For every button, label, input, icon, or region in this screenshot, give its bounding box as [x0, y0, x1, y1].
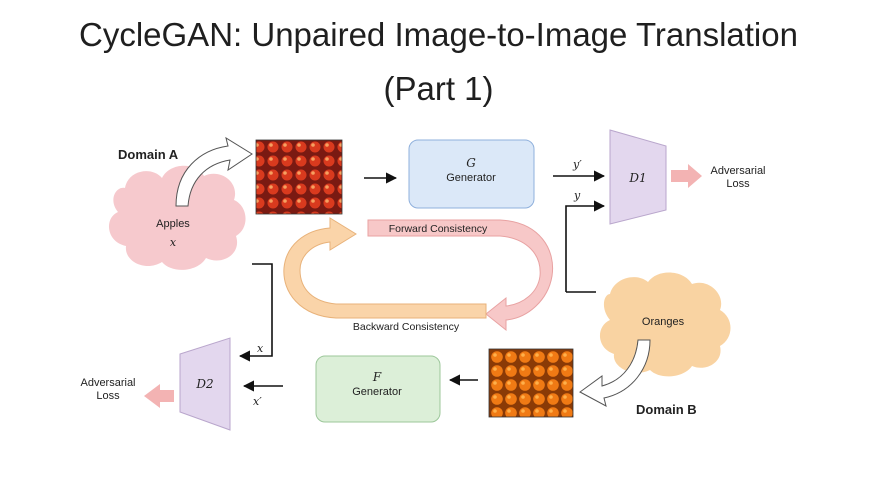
d2-loss-arrow: [144, 384, 174, 408]
y-label: y: [573, 189, 581, 202]
d1-symbol: D1: [628, 171, 646, 185]
domain-a-arrow: [175, 136, 253, 207]
d1-loss-arrow: [671, 164, 702, 188]
d2-loss-line1: Adversarial: [80, 377, 135, 389]
title-line-1: CycleGAN: Unpaired Image-to-Image Transl…: [79, 16, 798, 53]
apples-image: [255, 139, 343, 215]
oranges-image: [488, 348, 574, 418]
generator-g-symbol: G: [466, 156, 476, 170]
apples-cloud: Apples x: [108, 165, 246, 270]
forward-consistency-label: Forward Consistency: [389, 223, 488, 235]
forward-consistency-band: Forward Consistency: [367, 219, 554, 332]
apples-cloud-shape: [108, 165, 246, 270]
arrow-x: [238, 263, 273, 362]
domain-b-label: Domain B: [636, 402, 697, 417]
backward-consistency-label: Backward Consistency: [353, 321, 460, 333]
oranges-label: Oranges: [642, 316, 685, 328]
backward-consistency-band: Backward Consistency: [283, 217, 487, 333]
x-prime-label: x′: [253, 395, 262, 408]
generator-g-label: Generator: [446, 172, 496, 184]
generator-g: G Generator: [408, 139, 535, 209]
domain-b-arrow: [579, 339, 651, 407]
d1-loss-line2: Loss: [726, 178, 750, 190]
apples-var-x: x: [170, 236, 177, 249]
oranges-cloud-shape: [599, 272, 731, 377]
generator-f: F Generator: [315, 355, 441, 423]
oranges-cloud: Oranges: [599, 272, 731, 377]
discriminator-d1: D1: [609, 129, 667, 225]
discriminator-d2: D2: [179, 337, 231, 431]
title-line-2: (Part 1): [383, 70, 494, 107]
generator-f-label: Generator: [352, 386, 402, 398]
d2-loss-line2: Loss: [96, 390, 120, 402]
d1-loss-line1: Adversarial: [710, 165, 765, 177]
d2-symbol: D2: [195, 377, 213, 391]
arrow-y: [565, 200, 606, 292]
generator-f-symbol: F: [372, 370, 382, 384]
x-label: x: [257, 342, 264, 355]
apples-label: Apples: [156, 218, 190, 230]
domain-a-label: Domain A: [118, 147, 179, 162]
y-prime-label: y′: [572, 158, 582, 171]
